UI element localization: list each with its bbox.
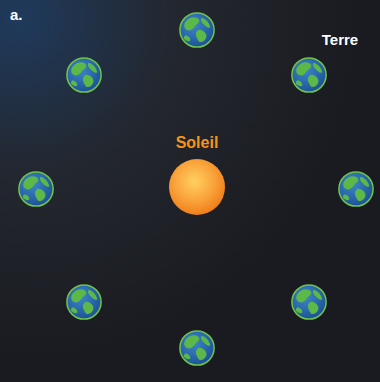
earth-label: Terre bbox=[322, 32, 358, 49]
sun-label: Soleil bbox=[176, 134, 219, 152]
panel-letter: a. bbox=[10, 7, 23, 24]
